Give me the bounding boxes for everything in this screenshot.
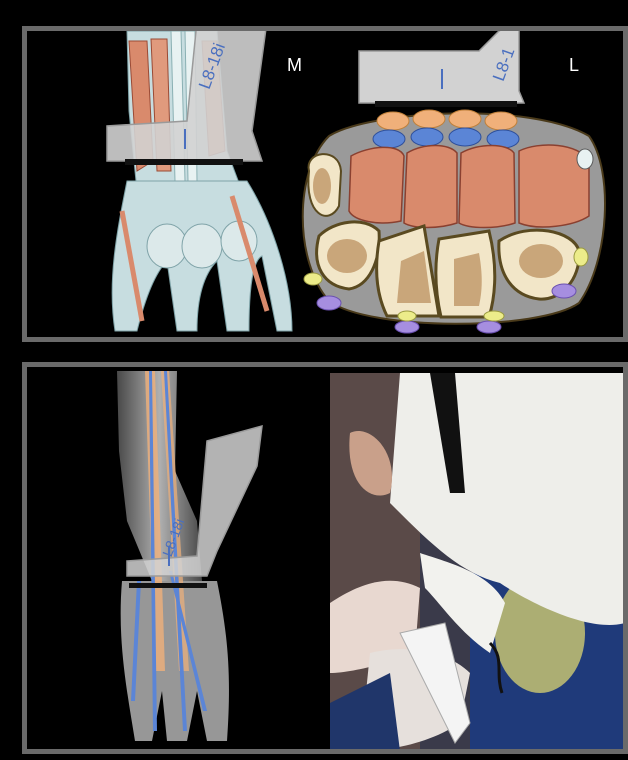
cross-section-diagram <box>289 31 619 337</box>
bottom-panel: L8-18i <box>22 362 628 754</box>
xray-limb-illustration <box>57 371 287 751</box>
ultrasound-procedure-photo <box>330 373 625 751</box>
top-panel: L8-18i M L <box>22 26 628 342</box>
